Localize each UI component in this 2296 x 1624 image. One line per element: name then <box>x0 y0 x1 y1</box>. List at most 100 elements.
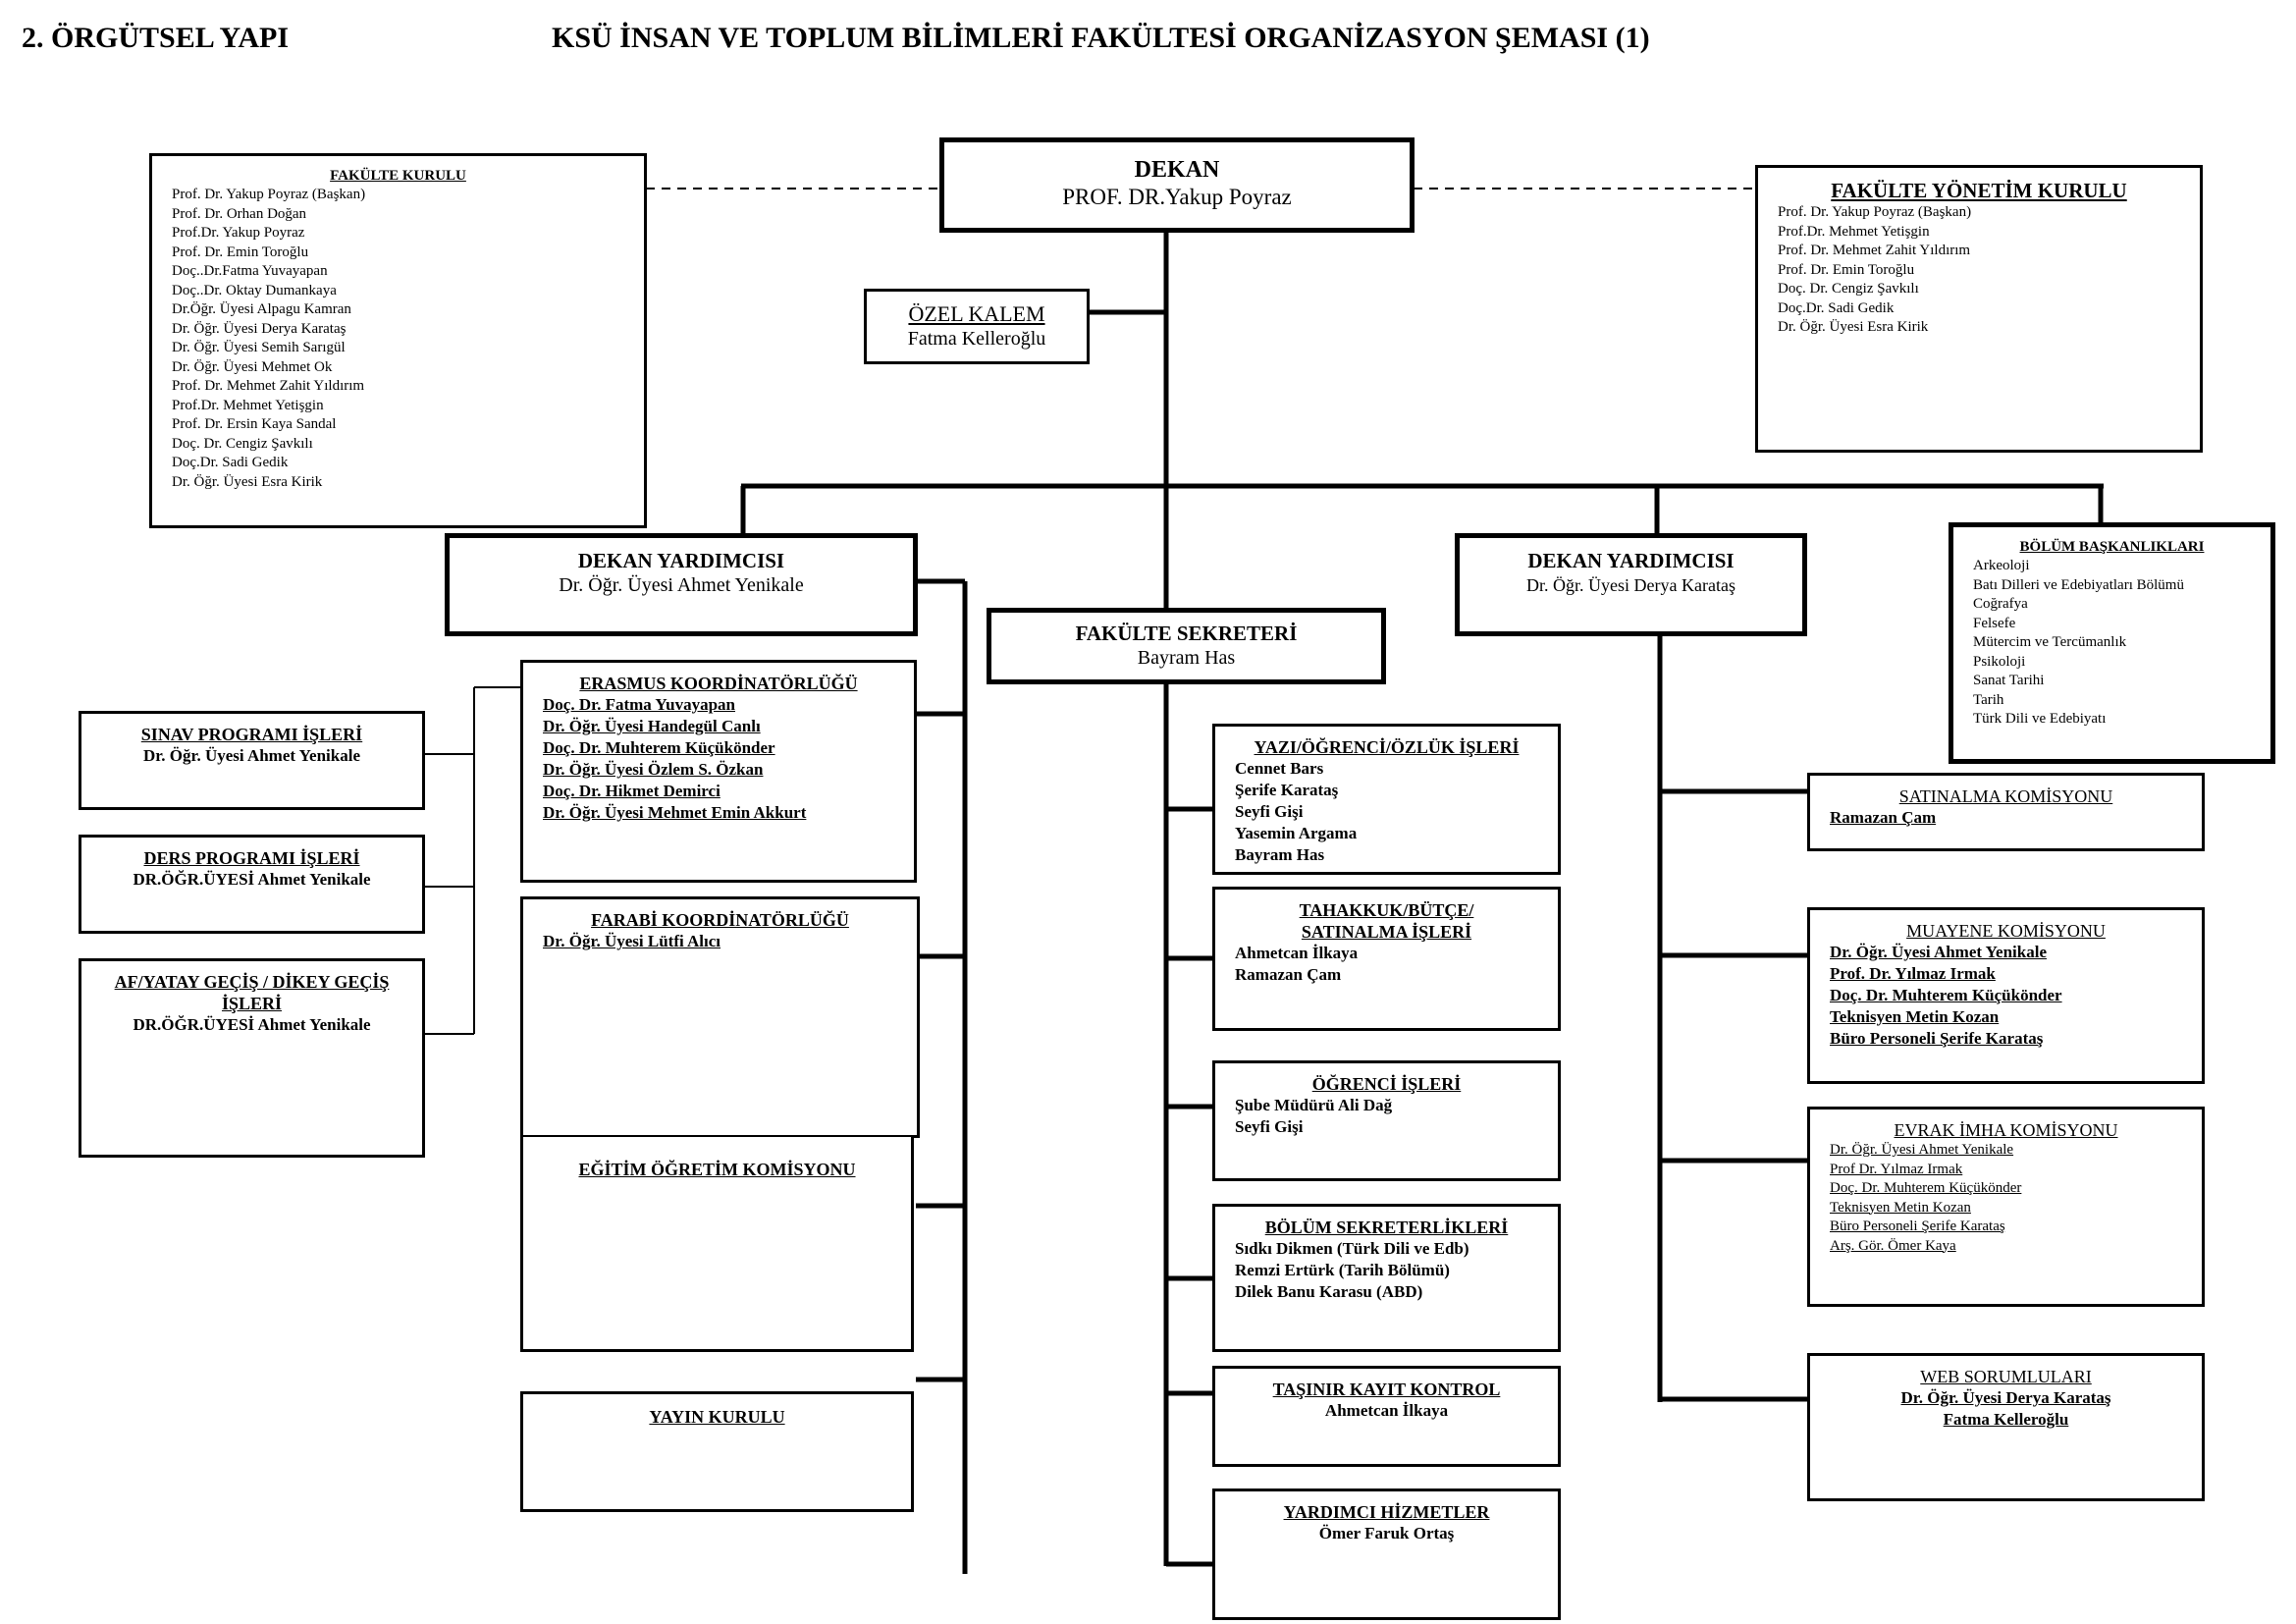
list-item: Felsefe <box>1973 615 2016 631</box>
list-item: Doç..Dr.Fatma Yuvayapan <box>172 263 328 279</box>
list-item: Dilek Banu Karasu (ABD) <box>1235 1282 1423 1301</box>
list-item: Dr.Öğr. Üyesi Alpagu Kamran <box>172 301 351 317</box>
dekan-yardimcisi-1-box: DEKAN YARDIMCISI Dr. Öğr. Üyesi Ahmet Ye… <box>445 533 918 636</box>
fakulte-sekreteri-name: Bayram Has <box>1137 647 1236 669</box>
fakulte-kurulu-box: FAKÜLTE KURULU Prof. Dr. Yakup Poyraz (B… <box>149 153 647 528</box>
list-item: Mütercim ve Tercümanlık <box>1973 634 2127 650</box>
yardimci-hizmetler-box: YARDIMCI HİZMETLER Ömer Faruk Ortaş <box>1212 1489 1561 1620</box>
list-item: Doç. Dr. Muhterem Küçükönder <box>1830 986 2062 1004</box>
yardimci-hizmetler-title: YARDIMCI HİZMETLER <box>1283 1502 1490 1522</box>
list-item: Prof.Dr. Mehmet Yetişgin <box>1778 223 1930 240</box>
tahakkuk-box: TAHAKKUK/BÜTÇE/ SATINALMA İŞLERİ Ahmetca… <box>1212 887 1561 1031</box>
list-item: Prof. Dr. Emin Toroğlu <box>1778 261 1915 278</box>
tasinir-name: Ahmetcan İlkaya <box>1324 1401 1449 1420</box>
ozel-kalem-title: ÖZEL KALEM <box>908 301 1045 326</box>
tasinir-box: TAŞINIR KAYIT KONTROL Ahmetcan İlkaya <box>1212 1366 1561 1467</box>
list-item: Prof. Dr. Yakup Poyraz (Başkan) <box>172 187 366 202</box>
tahakkuk-title-line2: SATINALMA İŞLERİ <box>1301 922 1472 942</box>
list-item: Doç.Dr. Sadi Gedik <box>172 455 289 470</box>
list-item: Prof. Dr. Yakup Poyraz (Başkan) <box>1778 204 1972 220</box>
yazi-ogrenci-title: YAZI/ÖĞRENCİ/ÖZLÜK İŞLERİ <box>1254 737 1520 757</box>
list-item: Cennet Bars <box>1235 759 1324 778</box>
web-sorumlulari-box: WEB SORUMLULARI Dr. Öğr. Üyesi Derya Kar… <box>1807 1353 2205 1501</box>
list-item: Doç..Dr. Oktay Dumankaya <box>172 282 337 298</box>
farabi-box: FARABİ KOORDİNATÖRLÜĞÜ Dr. Öğr. Üyesi Lü… <box>520 896 920 1138</box>
list-item: Coğrafya <box>1973 596 2028 612</box>
fakulte-yonetim-kurulu-list: Prof. Dr. Yakup Poyraz (Başkan) Prof.Dr.… <box>1778 203 2180 338</box>
list-item: Dr. Öğr. Üyesi Semih Sarıgül <box>172 340 346 355</box>
ozel-kalem-box: ÖZEL KALEM Fatma Kelleroğlu <box>864 289 1090 364</box>
list-item: Dr. Öğr. Üyesi Lütfi Alıcı <box>543 932 721 950</box>
list-item: Batı Dilleri ve Edebiyatları Bölümü <box>1973 576 2184 593</box>
fakulte-sekreteri-box: FAKÜLTE SEKRETERİ Bayram Has <box>987 608 1386 684</box>
list-item: Dr. Öğr. Üyesi Ahmet Yenikale <box>1830 1142 2014 1158</box>
list-item: Dr. Öğr. Üyesi Mehmet Ok <box>172 358 333 375</box>
list-item: Prof Dr. Yılmaz Irmak <box>1830 1161 1963 1177</box>
fakulte-yonetim-kurulu-box: FAKÜLTE YÖNETİM KURULU Prof. Dr. Yakup P… <box>1755 165 2203 453</box>
ders-programi-title: DERS PROGRAMI İŞLERİ <box>143 848 360 868</box>
list-item: Ramazan Çam <box>1830 808 1937 827</box>
muayene-komisyonu-box: MUAYENE KOMİSYONU Dr. Öğr. Üyesi Ahmet Y… <box>1807 907 2205 1084</box>
yayin-kurulu-box: YAYIN KURULU <box>520 1391 914 1512</box>
section-label: 2. ÖRGÜTSEL YAPI <box>22 22 290 54</box>
af-yatay-box: AF/YATAY GEÇİŞ / DİKEY GEÇİŞ İŞLERİ DR.Ö… <box>79 958 425 1158</box>
dekan-box: DEKAN PROF. DR.Yakup Poyraz <box>939 137 1415 233</box>
yayin-kurulu-title: YAYIN KURULU <box>649 1407 785 1427</box>
page-title: KSÜ İNSAN VE TOPLUM BİLİMLERİ FAKÜLTESİ … <box>552 22 1650 54</box>
list-item: Türk Dili ve Edebiyatı <box>1973 711 2107 727</box>
ogrenci-isleri-box: ÖĞRENCİ İŞLERİ Şube Müdürü Ali Dağ Seyfi… <box>1212 1060 1561 1181</box>
yazi-ogrenci-box: YAZI/ÖĞRENCİ/ÖZLÜK İŞLERİ Cennet Bars Şe… <box>1212 724 1561 875</box>
dekan-name: PROF. DR.Yakup Poyraz <box>1062 185 1292 209</box>
ozel-kalem-name: Fatma Kelleroğlu <box>907 328 1046 350</box>
yardimci-hizmetler-name: Ömer Faruk Ortaş <box>1318 1524 1455 1543</box>
dekan-yardimcisi-2-title: DEKAN YARDIMCISI <box>1527 549 1735 572</box>
list-item: Doç. Dr. Muhterem Küçükönder <box>1830 1180 2022 1196</box>
bolum-baskanliklari-list: Arkeoloji Batı Dilleri ve Edebiyatları B… <box>1973 557 2251 730</box>
erasmus-box: ERASMUS KOORDİNATÖRLÜĞÜ Doç. Dr. Fatma Y… <box>520 660 917 883</box>
list-item: Prof.Dr. Yakup Poyraz <box>172 225 305 241</box>
list-item: Bayram Has <box>1235 845 1325 864</box>
list-item: Doç. Dr. Fatma Yuvayapan <box>543 695 735 714</box>
list-item: Prof. Dr. Yılmaz Irmak <box>1830 964 1996 983</box>
list-item: Prof. Dr. Mehmet Zahit Yıldırım <box>1778 243 1971 258</box>
tahakkuk-title-line1: TAHAKKUK/BÜTÇE/ <box>1299 900 1474 920</box>
farabi-title: FARABİ KOORDİNATÖRLÜĞÜ <box>591 910 849 930</box>
list-item: Sıdkı Dikmen (Türk Dili ve Edb) <box>1235 1239 1469 1258</box>
bolum-sekreterlikleri-title: BÖLÜM SEKRETERLİKLERİ <box>1264 1218 1509 1237</box>
list-item: Remzi Ertürk (Tarih Bölümü) <box>1235 1261 1450 1279</box>
ogrenci-isleri-title: ÖĞRENCİ İŞLERİ <box>1311 1074 1462 1094</box>
list-item: Ahmetcan İlkaya <box>1235 944 1359 962</box>
fakulte-kurulu-title: FAKÜLTE KURULU <box>330 168 466 184</box>
list-item: Şube Müdürü Ali Dağ <box>1235 1096 1393 1114</box>
list-item: Dr. Öğr. Üyesi Ahmet Yenikale <box>1830 943 2047 961</box>
list-item: Dr. Öğr. Üyesi Mehmet Emin Akkurt <box>543 803 807 822</box>
egitim-ogretim-title: EĞİTİM ÖĞRETİM KOMİSYONU <box>578 1160 856 1179</box>
sinav-programi-box: SINAV PROGRAMI İŞLERİ Dr. Öğr. Üyesi Ahm… <box>79 711 425 810</box>
list-item: Dr. Öğr. Üyesi Esra Kirik <box>1778 319 1929 335</box>
bolum-sekreterlikleri-box: BÖLÜM SEKRETERLİKLERİ Sıdkı Dikmen (Türk… <box>1212 1204 1561 1352</box>
list-item: Sanat Tarihi <box>1973 673 2045 688</box>
list-item: Seyfi Gişi <box>1235 1117 1304 1136</box>
list-item: Prof. Dr. Emin Toroğlu <box>172 244 309 260</box>
list-item: Teknisyen Metin Kozan <box>1830 1007 2000 1026</box>
list-item: Arş. Gör. Ömer Kaya <box>1830 1237 1956 1254</box>
dekan-yardimcisi-2-box: DEKAN YARDIMCISI Dr. Öğr. Üyesi Derya Ka… <box>1455 533 1807 636</box>
fakulte-kurulu-list: Prof. Dr. Yakup Poyraz (Başkan) Prof. Dr… <box>172 186 624 492</box>
list-item: Yasemin Argama <box>1235 824 1358 842</box>
bolum-baskanliklari-box: BÖLÜM BAŞKANLIKLARI Arkeoloji Batı Dille… <box>1949 522 2275 764</box>
evrak-imha-title: EVRAK İMHA KOMİSYONU <box>1894 1120 2118 1140</box>
list-item: Prof.Dr. Mehmet Yetişgin <box>172 397 324 413</box>
list-item: Arkeoloji <box>1973 558 2030 573</box>
list-item: Doç. Dr. Muhterem Küçükönder <box>543 738 775 757</box>
ders-programi-box: DERS PROGRAMI İŞLERİ DR.ÖĞR.ÜYESİ Ahmet … <box>79 835 425 934</box>
list-item: Doç. Dr. Cengiz Şavkılı <box>1778 281 1919 297</box>
list-item: Dr. Öğr. Üyesi Derya Karataş <box>1900 1388 2111 1407</box>
list-item: Büro Personeli Şerife Karataş <box>1830 1029 2044 1048</box>
list-item: Büro Personeli Şerife Karataş <box>1830 1218 2005 1234</box>
muayene-komisyonu-title: MUAYENE KOMİSYONU <box>1906 921 2106 941</box>
web-sorumlulari-title: WEB SORUMLULARI <box>1920 1367 2092 1386</box>
bolum-baskanliklari-title: BÖLÜM BAŞKANLIKLARI <box>2019 539 2205 555</box>
list-item: Dr. Öğr. Üyesi Derya Karataş <box>172 320 347 337</box>
dekan-yardimcisi-1-name: Dr. Öğr. Üyesi Ahmet Yenikale <box>559 574 804 596</box>
list-item: Dr. Öğr. Üyesi Handegül Canlı <box>543 717 761 735</box>
